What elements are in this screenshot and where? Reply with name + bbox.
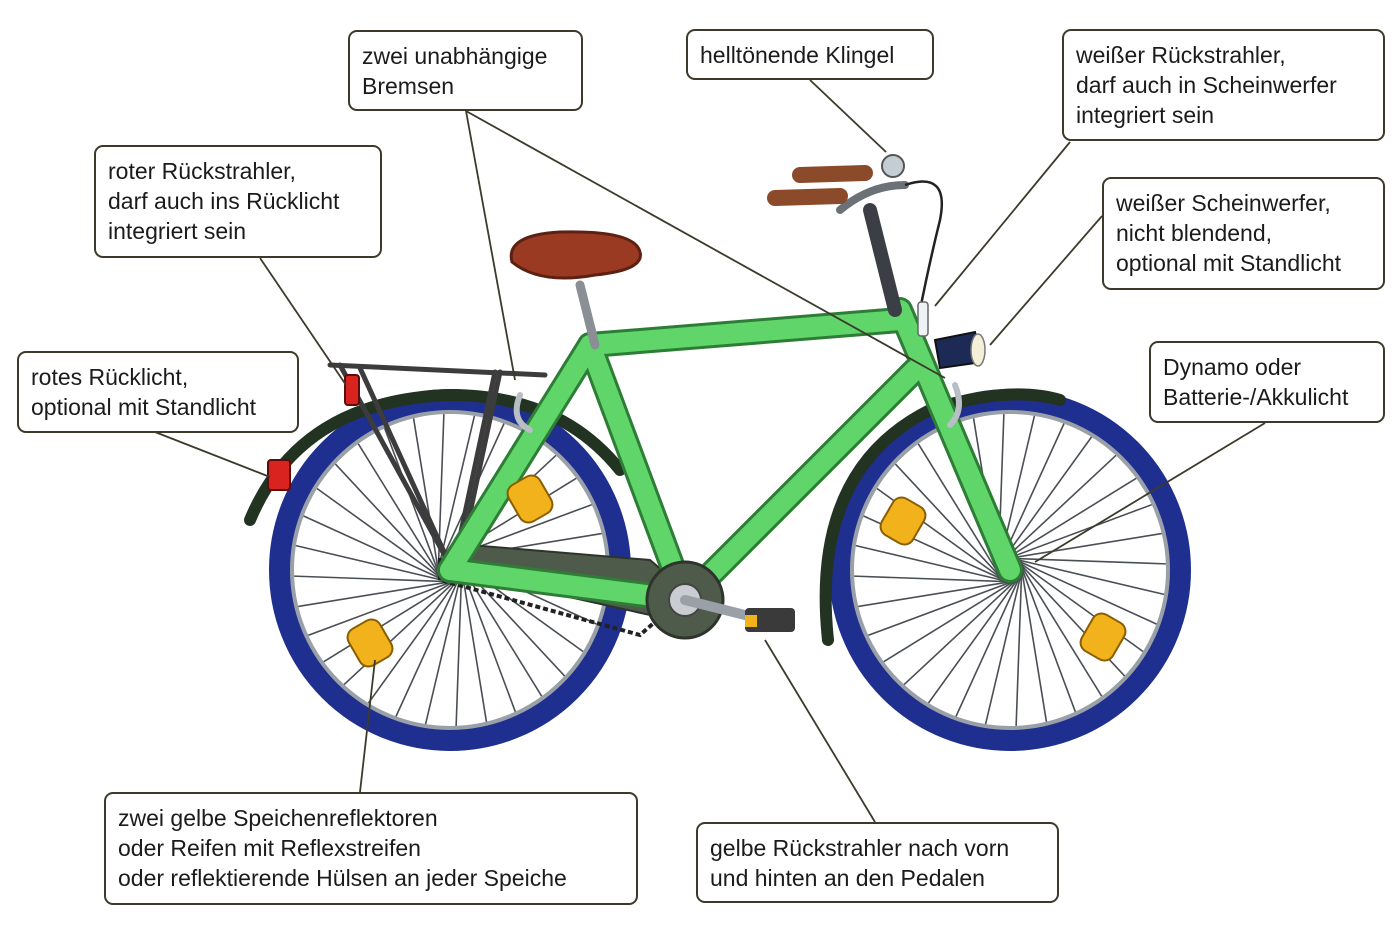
grip-upper: [792, 165, 873, 183]
spoke: [858, 580, 1015, 608]
spoke: [998, 436, 1093, 566]
front-white-reflector: [917, 301, 929, 337]
spoke: [437, 415, 476, 571]
front-brake: [947, 382, 962, 428]
spoke: [894, 463, 1004, 581]
spoke-reflectors: [346, 474, 1127, 668]
front-mudguard: [819, 388, 1066, 646]
spoke: [1017, 561, 1103, 697]
spoke: [955, 572, 1023, 717]
callout-line: oder Reifen mit Reflexstreifen: [118, 835, 421, 861]
callout-line: Dynamo oder: [1163, 354, 1302, 380]
spoke: [357, 443, 443, 579]
callout-line: weißer Scheinwerfer,: [1116, 190, 1331, 216]
spoke: [323, 577, 459, 663]
callout-taillight: rotes Rücklicht, optional mit Standlicht: [17, 351, 299, 433]
brake-cable: [904, 180, 944, 311]
callout-line: zwei unabhängige: [362, 43, 548, 69]
spoke: [460, 565, 488, 722]
callout-line: nicht blendend,: [1116, 220, 1273, 246]
headlight: [933, 330, 986, 370]
spoke: [927, 574, 1022, 704]
callout-line: und hinten an den Pedalen: [710, 865, 985, 891]
spoke: [1012, 557, 1157, 625]
spoke: [1005, 532, 1162, 560]
spoke: [383, 428, 441, 577]
spoke: [1003, 503, 1152, 561]
spoke: [298, 580, 455, 608]
callout-line: optional mit Standlicht: [1116, 250, 1342, 276]
bell: [881, 154, 905, 178]
spoke: [295, 544, 451, 583]
spoke: [855, 544, 1011, 583]
spoke: [294, 575, 453, 583]
spoke: [303, 515, 448, 583]
stem: [863, 203, 902, 317]
callout-pedal-reflectors: gelbe Rückstrahler nach vorn und hinten …: [696, 822, 1059, 903]
spoke: [395, 572, 463, 717]
spoke: [1019, 563, 1077, 712]
callout-line: integriert sein: [108, 218, 247, 244]
callout-line: optional mit Standlicht: [31, 394, 257, 420]
spoke: [367, 574, 462, 704]
callout-spoke-reflectors: zwei gelbe Speichenreflektoren oder Reif…: [104, 792, 638, 905]
callout-bell: helltönende Klingel: [686, 29, 934, 80]
spoke: [412, 418, 440, 575]
callout-line: zwei gelbe Speichenreflektoren: [118, 805, 438, 831]
rear-brake: [513, 392, 533, 433]
callout-headlight: weißer Scheinwerfer, nicht blendend, opt…: [1102, 177, 1385, 290]
seat-post: [575, 280, 600, 350]
callout-line: Bremsen: [362, 73, 455, 99]
callout-line: weißer Rückstrahler,: [1076, 42, 1286, 68]
spoke: [868, 579, 1017, 637]
callout-line: helltönende Klingel: [700, 42, 895, 68]
callout-power: Dynamo oder Batterie-/Akkulicht: [1149, 341, 1385, 423]
callout-front-reflector: weißer Rückstrahler, darf auch in Schein…: [1062, 29, 1385, 141]
spoke: [308, 579, 457, 637]
pedal: [745, 608, 795, 632]
callout-line: Batterie-/Akkulicht: [1163, 384, 1349, 410]
tail-light: [267, 459, 291, 491]
rear-red-reflector: [344, 374, 360, 406]
spoke: [455, 567, 463, 726]
spoke: [917, 443, 1003, 579]
spoke: [1015, 567, 1023, 726]
leader-lines: [154, 79, 1266, 823]
spoke: [424, 569, 463, 725]
spoke: [334, 463, 444, 581]
spoke: [316, 487, 446, 582]
spoke: [883, 577, 1019, 663]
callout-line: rotes Rücklicht,: [31, 364, 189, 390]
saddle: [509, 230, 642, 280]
spoke: [984, 569, 1023, 725]
spoke: [1020, 565, 1048, 722]
spoke: [1007, 557, 1166, 565]
spoke: [1009, 557, 1165, 596]
handlebar: [836, 181, 909, 214]
callout-line: gelbe Rückstrahler nach vorn: [710, 835, 1010, 861]
callout-line: darf auch in Scheinwerfer: [1076, 72, 1337, 98]
callout-rear-reflector: roter Rückstrahler, darf auch ins Rückli…: [94, 145, 382, 258]
spoke: [1001, 477, 1137, 563]
spoke: [903, 576, 1021, 686]
spoke: [854, 575, 1013, 583]
callout-line: oder reflektierende Hülsen an jeder Spei…: [118, 865, 567, 891]
callout-line: integriert sein: [1076, 102, 1215, 128]
callout-line: roter Rückstrahler,: [108, 158, 296, 184]
spoke: [343, 576, 461, 686]
grip-lower: [767, 188, 848, 206]
spoke: [999, 454, 1117, 564]
callout-brakes: zwei unabhängige Bremsen: [348, 30, 583, 111]
callout-line: darf auch ins Rücklicht: [108, 188, 340, 214]
